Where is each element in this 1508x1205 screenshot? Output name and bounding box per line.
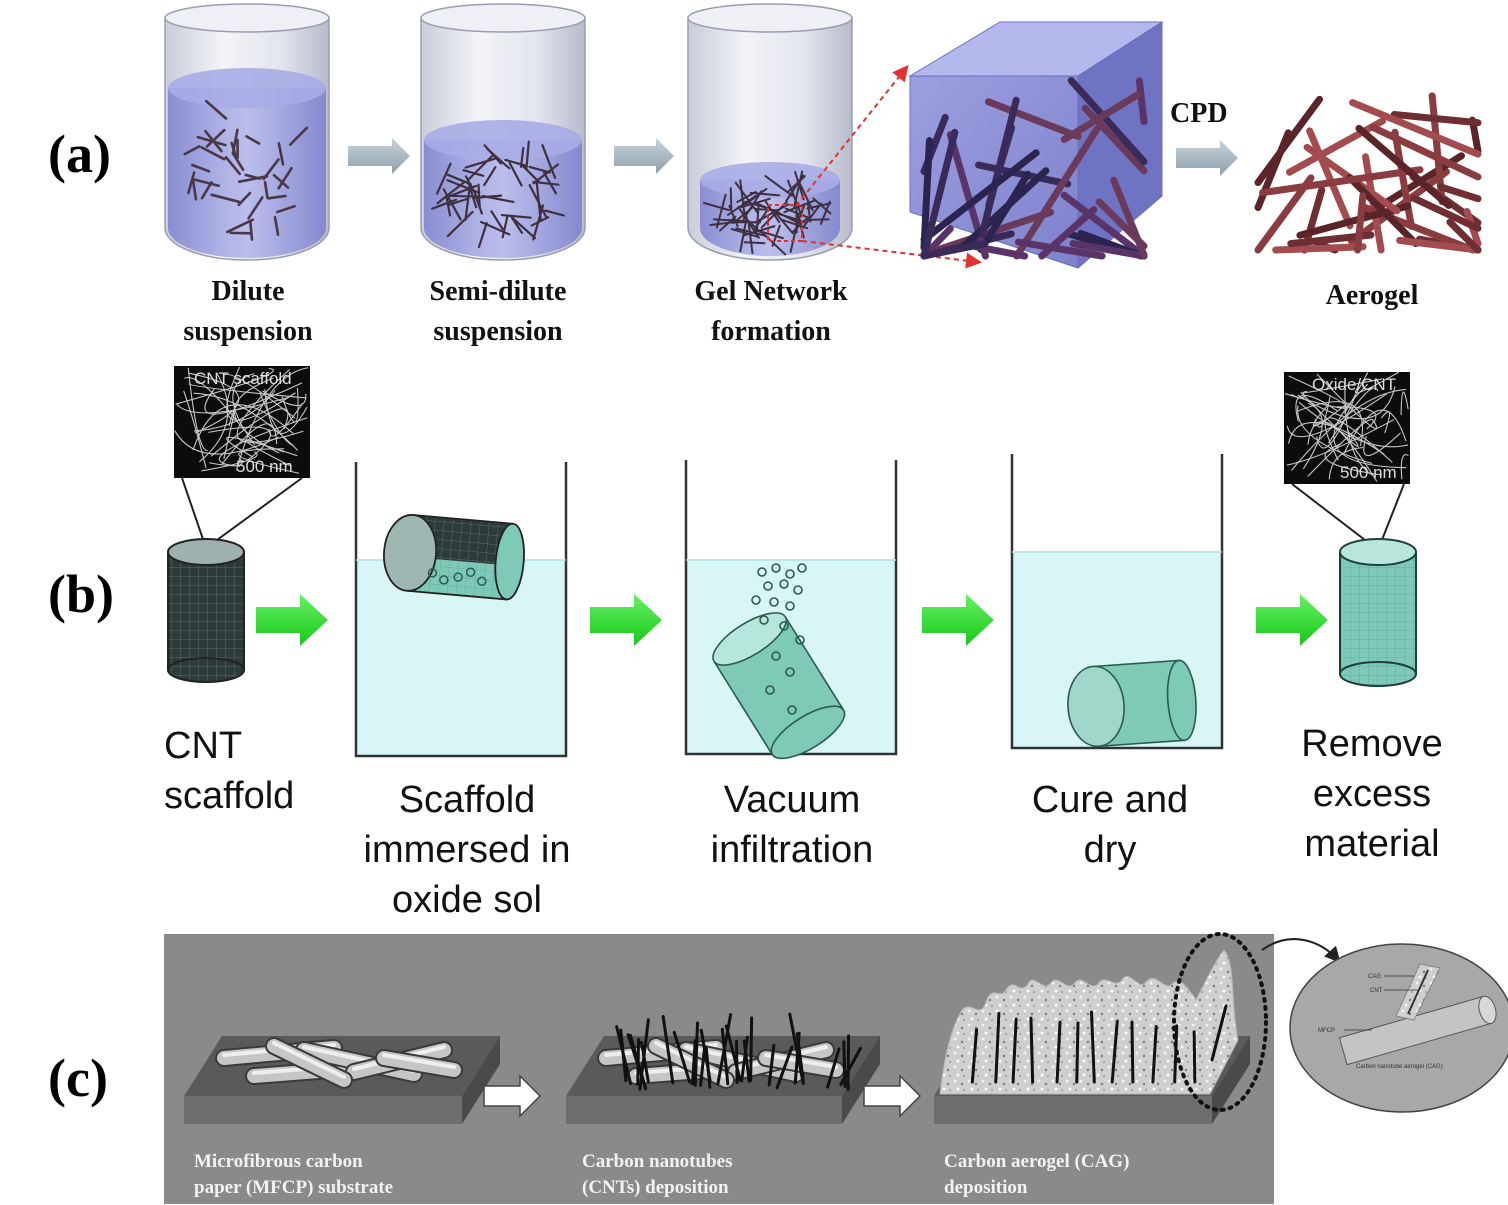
svg-text:Oxide/CNT: Oxide/CNT (1312, 375, 1396, 394)
zoom-box (767, 204, 803, 242)
highlight-ellipse (1172, 932, 1268, 1112)
green-arrow-1 (256, 594, 328, 646)
caption-mfcp-substrate: Microfibrous carbon paper (MFCP) substra… (194, 1151, 393, 1198)
svg-text:material: material (1304, 823, 1439, 865)
white-arrow-c2 (863, 1074, 922, 1118)
substrate-cag (934, 949, 1250, 1124)
white-arrow-c1 (483, 1074, 542, 1118)
gel-cube (908, 21, 1164, 270)
caption-cnt-deposition: Carbon nanotubes (CNTs) deposition (582, 1151, 732, 1198)
svg-text:(CNTs) deposition: (CNTs) deposition (582, 1177, 729, 1198)
svg-text:dry: dry (1084, 829, 1137, 871)
svg-text:suspension: suspension (433, 316, 563, 347)
svg-text:Cure and: Cure and (1032, 779, 1188, 821)
svg-text:Carbon nanotube aerogel (CAG): Carbon nanotube aerogel (CAG) (1356, 1064, 1443, 1070)
sem-inset-cnt-scaffold: CNT scaffold 500 nm (174, 366, 310, 549)
zoom-line-bottom (801, 240, 982, 269)
svg-text:Carbon nanotubes: Carbon nanotubes (582, 1151, 732, 1172)
svg-text:Microfibrous carbon: Microfibrous carbon (194, 1151, 363, 1172)
zoom-line-top (795, 64, 909, 207)
svg-text:500 nm: 500 nm (1340, 463, 1397, 482)
aerogel-network (1254, 92, 1482, 254)
panel-b-label: (b) (48, 564, 114, 624)
arrow-cpd (1176, 140, 1238, 176)
arrow-a1 (348, 138, 410, 174)
svg-text:Vacuum: Vacuum (724, 779, 861, 821)
beaker-semi-dilute (420, 3, 586, 261)
green-arrow-3 (922, 594, 994, 646)
substrate-mfcp (184, 1036, 500, 1124)
svg-text:excess: excess (1313, 773, 1431, 815)
substrate-cnt (566, 1012, 880, 1124)
cpd-label: CPD (1170, 98, 1228, 129)
svg-text:Dilute: Dilute (211, 276, 284, 307)
sem-inset-oxide-cnt: Oxide/CNT 500 nm (1284, 371, 1410, 551)
svg-text:500 nm: 500 nm (236, 457, 293, 476)
svg-text:paper (MFCP) substrate: paper (MFCP) substrate (194, 1177, 393, 1198)
svg-text:deposition: deposition (944, 1177, 1028, 1198)
svg-text:CNT: CNT (164, 725, 242, 767)
oxide-cnt-cylinder (1339, 538, 1417, 687)
svg-text:Gel Network: Gel Network (694, 276, 848, 307)
caption-cag-deposition: Carbon aerogel (CAG) deposition (944, 1151, 1129, 1198)
svg-text:Remove: Remove (1301, 723, 1443, 765)
curved-pointer (1261, 938, 1341, 963)
beaker-gel-network (687, 3, 853, 261)
caption-scaffold-immersed: Scaffold immersed in oxide sol (364, 779, 571, 921)
caption-aerogel: Aerogel (1326, 280, 1419, 311)
svg-text:immersed in: immersed in (364, 829, 571, 871)
beaker-dilute (164, 3, 330, 261)
svg-text:CAG: CAG (1368, 974, 1381, 980)
svg-text:CNT: CNT (1370, 988, 1383, 994)
beaker-cure-dry (1010, 454, 1224, 750)
beaker-vacuum (684, 460, 898, 760)
svg-text:scaffold: scaffold (164, 775, 294, 817)
svg-text:Scaffold: Scaffold (399, 779, 536, 821)
svg-text:MFCP: MFCP (1318, 1028, 1335, 1034)
caption-gel-network: Gel Network formation (694, 276, 848, 347)
caption-cure-dry: Cure and dry (1032, 779, 1188, 871)
zoom-ellipse-cag: CAG CNT MFCP Carbon nanotube aerogel (CA… (1289, 943, 1508, 1113)
svg-text:infiltration: infiltration (711, 829, 874, 871)
panel-a-label: (a) (48, 124, 111, 184)
beaker-immersed (354, 462, 568, 758)
svg-text:oxide sol: oxide sol (392, 879, 542, 921)
caption-semi-dilute: Semi-dilute suspension (430, 276, 567, 347)
svg-text:Carbon aerogel (CAG): Carbon aerogel (CAG) (944, 1151, 1129, 1172)
arrow-a2 (614, 138, 674, 174)
caption-dilute: Dilute suspension (183, 276, 313, 347)
caption-vacuum-infiltration: Vacuum infiltration (711, 779, 874, 871)
caption-cnt-scaffold: CNT scaffold (164, 725, 294, 817)
green-arrow-4 (1256, 594, 1328, 646)
svg-text:suspension: suspension (183, 316, 313, 347)
caption-remove-excess: Remove excess material (1301, 723, 1443, 865)
cnt-scaffold-cylinder (167, 538, 245, 683)
svg-text:formation: formation (711, 316, 831, 347)
svg-text:CNT scaffold: CNT scaffold (194, 369, 292, 388)
green-arrow-2 (590, 594, 662, 646)
panel-c-label: (c) (48, 1048, 108, 1108)
svg-text:Semi-dilute: Semi-dilute (430, 276, 567, 307)
